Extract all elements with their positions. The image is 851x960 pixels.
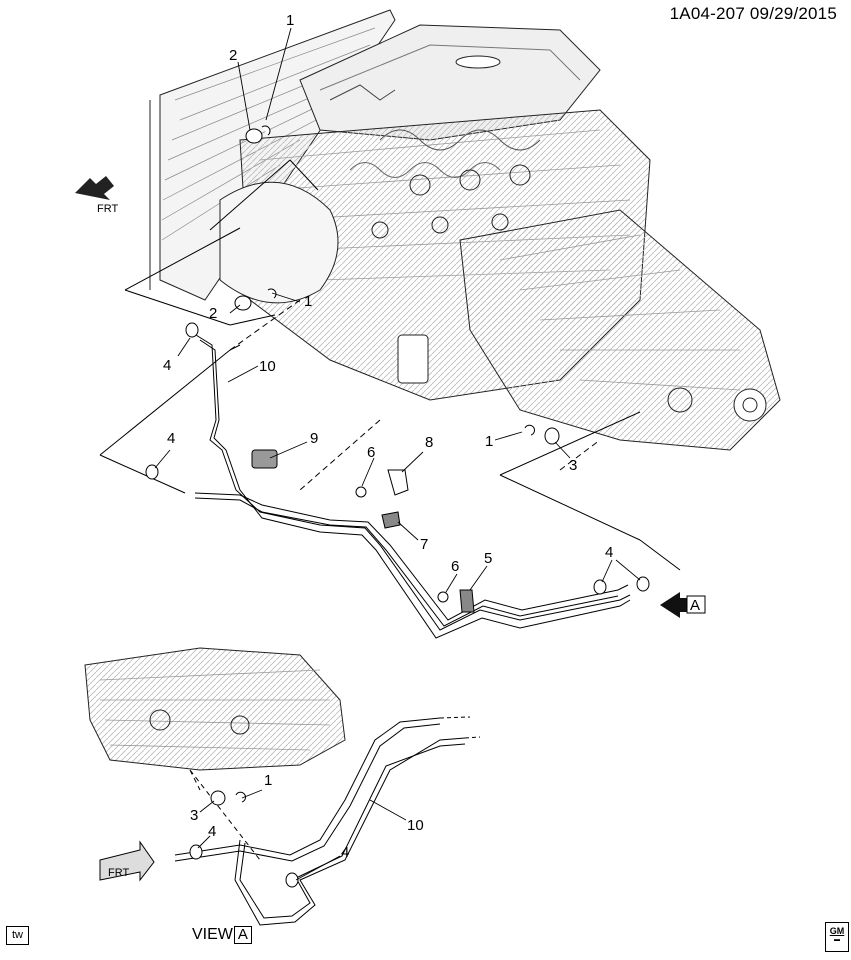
- bolt-6-upper: [355, 486, 367, 498]
- callout-6-b: 6: [451, 558, 459, 575]
- callout-3-b: 3: [190, 807, 198, 824]
- callout-3-a: 3: [569, 457, 577, 474]
- seal-4-rightA: [593, 579, 607, 595]
- callout-10-b: 10: [407, 817, 424, 834]
- callout-1-a: 1: [286, 12, 294, 29]
- callout-10-a: 10: [259, 358, 276, 375]
- callout-6-a: 6: [367, 444, 375, 461]
- cooler-pipe-upper: [194, 334, 631, 639]
- view-letter-box: A: [233, 926, 252, 944]
- callout-1-c: 1: [485, 433, 493, 450]
- gm-logo: GM ▬: [825, 922, 849, 952]
- clip-1-lower: [235, 791, 246, 803]
- clip-1-right: [524, 424, 535, 436]
- callout-4-e: 4: [341, 844, 349, 861]
- seal-4-lowerA: [189, 844, 203, 860]
- callout-7: 7: [420, 536, 428, 553]
- seal-4-lowerB: [285, 872, 299, 888]
- bracket-9: [251, 449, 278, 469]
- frt-label-upper: FRT: [97, 203, 118, 215]
- clip-1-mid: [267, 288, 277, 299]
- clips-and-fittings: [145, 125, 650, 613]
- transmission-view-a: [84, 647, 346, 771]
- clip-1-upper: [261, 125, 271, 136]
- clips-lower: [189, 790, 299, 888]
- callout-4-d: 4: [208, 823, 216, 840]
- seal-3-right: [544, 427, 560, 445]
- gm-logo-mark: ▬: [834, 937, 840, 943]
- tw-badge: tw: [6, 926, 29, 945]
- seal-2-mid: [234, 295, 252, 311]
- seal-3-lower: [210, 790, 226, 806]
- callout-4-b: 4: [167, 430, 175, 447]
- front-arrow-upper: FRT: [75, 176, 118, 215]
- cooler-pipe-lower: [174, 716, 481, 926]
- callout-8: 8: [425, 434, 433, 451]
- callout-5: 5: [484, 550, 492, 567]
- clip-8: [387, 469, 409, 496]
- clip-5: [459, 589, 475, 613]
- view-word: VIEW: [192, 926, 233, 943]
- callout-2-b: 2: [209, 305, 217, 322]
- callout-4-c: 4: [605, 544, 613, 561]
- seal-2-upper: [245, 128, 263, 144]
- gm-logo-text: GM: [829, 926, 845, 936]
- engine-assembly: [149, 9, 781, 451]
- callout-1-d: 1: [264, 772, 272, 789]
- diagram-id: 1A04-207 09/29/2015: [669, 4, 837, 23]
- callout-4-a: 4: [163, 357, 171, 374]
- seal-4-top: [185, 322, 199, 338]
- upper-bracket-lines: [99, 159, 681, 571]
- seal-4-rightB: [636, 576, 650, 592]
- lower-brackets: [189, 769, 261, 861]
- seal-4-left: [145, 464, 159, 480]
- view-a-arrow-letter: A: [690, 597, 700, 614]
- callout-1-b: 1: [304, 293, 312, 310]
- bolt-6-lower: [437, 591, 449, 603]
- callout-2-a: 2: [229, 47, 237, 64]
- view-a-arrow: A: [660, 592, 706, 618]
- clip-7: [381, 511, 401, 529]
- frt-label-lower: FRT: [108, 867, 129, 879]
- callout-9: 9: [310, 430, 318, 447]
- callout-leaders: [154, 27, 641, 881]
- callout-numbers: 1 2 1 2 4 10 4 9 6 8 1 3 7 6 5 4 1 3 10 …: [163, 12, 613, 861]
- front-arrow-lower: FRT: [99, 840, 155, 882]
